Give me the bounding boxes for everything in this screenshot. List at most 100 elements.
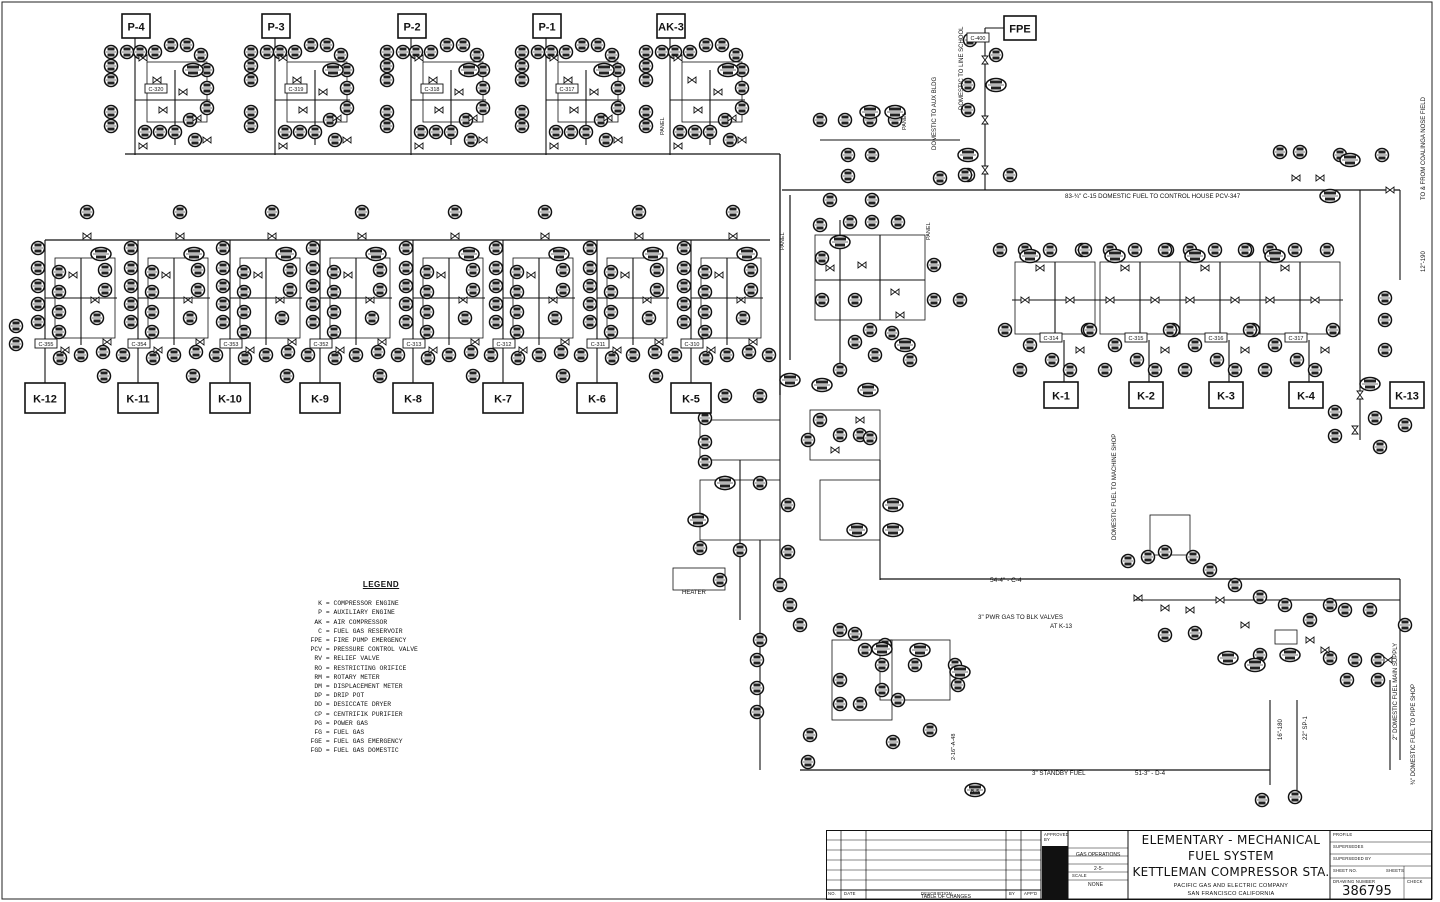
instrument-mark [247,61,255,65]
reservoir: C-313 [402,338,426,349]
pcv-mark [888,506,898,510]
pipe-label: 54-4" - C-4 [990,577,1022,584]
instrument-mark [645,319,653,323]
instrument-mark [1026,346,1034,350]
pcv-tag [859,104,881,120]
pipe-label: PANEL [660,117,666,135]
instrument-mark [309,299,317,303]
instrument-mark [1291,798,1299,802]
instrument-mark [954,686,962,690]
instrument-mark [726,135,734,139]
instrument-mark [443,46,451,50]
col-desc: DESCRIPTION [921,891,952,896]
instrument-mark [77,356,85,360]
instrument-mark [1124,556,1132,560]
instrument-mark [635,207,643,211]
instrument-mark [1331,437,1339,441]
instrument-tag [514,72,530,88]
pipe-label: 2" DOMESTIC FUEL MAIN SUPPLY [1393,643,1399,740]
instrument-mark [151,47,159,51]
instrument-tag [687,124,703,140]
compressor-unit: K-12 [24,382,66,414]
instrument-mark [856,705,864,709]
compressor-unit: K-4 [1288,381,1324,409]
valve-icon [727,114,737,122]
pcv-tag [846,522,868,538]
pcv-mark [1365,385,1375,389]
instrument-mark [956,301,964,305]
compressor-unit-box [1288,381,1324,409]
instrument-mark [1381,351,1389,355]
instrument-mark [309,287,317,291]
instrument-mark [836,705,844,709]
instrument-tag [648,368,664,384]
instrument-mark [107,121,115,125]
pcv-mark [741,249,753,253]
instrument-mark [402,323,410,327]
instrument-mark [534,47,542,51]
instrument-mark [127,305,135,309]
instrument-mark [309,305,317,309]
instrument-tag [447,204,463,220]
valve-icon [1075,346,1085,354]
instrument-mark [841,115,849,119]
instrument-tag [697,284,713,300]
instrument-mark [1343,681,1351,685]
legend-abbr: DD [314,701,322,709]
instrument-mark [739,313,747,317]
instrument-mark [513,307,521,311]
instrument-tag [1325,322,1341,338]
instrument-mark [467,135,475,139]
instrument-mark [1211,251,1219,255]
instrument-mark [701,413,709,417]
instrument-tag [555,282,571,298]
instrument-mark [284,347,292,351]
instrument-mark [330,327,338,331]
instrument-mark [1291,792,1299,796]
instrument-mark [148,293,156,297]
valve-icon [687,76,697,84]
instrument-tag [1209,352,1225,368]
instrument-mark [1326,653,1334,657]
valve-icon [153,346,163,354]
valve-icon [1351,425,1359,435]
instrument-tag [322,112,338,128]
instrument-mark [701,313,709,317]
instrument-tag [95,344,111,360]
legend-desc: = DRIP POT [322,692,365,700]
valve-icon [292,76,302,84]
instrument-tag [243,118,259,134]
reservoir: C-320 [144,83,168,94]
instrument-mark [107,75,115,79]
legend-desc: = PRESSURE CONTROL VALVE [322,646,418,654]
instrument-mark [954,680,962,684]
instrument-mark [343,71,351,75]
instrument-mark [784,506,792,510]
instrument-mark [337,50,345,54]
instrument-mark [732,56,740,60]
instrument-mark [951,660,959,664]
reservoir: C-312 [492,338,516,349]
pipe-label: PANEL [902,112,908,130]
instrument-mark [291,47,299,51]
instrument-tag [780,497,796,513]
legend-item: C = FUEL GAS RESERVOIR [296,627,466,636]
instrument-tag [725,204,741,220]
pcv-mark [742,255,752,259]
instrument-tag [840,168,856,184]
reservoir-label: C-318 [425,87,440,93]
instrument-mark [671,356,679,360]
instrument-mark [358,213,366,217]
pcv-mark [693,521,703,525]
reservoir: C-314 [1039,332,1063,343]
instrument-tag [578,124,594,140]
valve-icon [138,54,148,62]
valve-icon [673,54,683,62]
instrument-mark [607,267,615,271]
instrument-mark [127,243,135,247]
instrument-tag [698,350,714,366]
instrument-mark [723,350,731,354]
instrument-tag [1237,242,1253,258]
pcv-mark [598,65,610,69]
pcv-mark [464,255,474,259]
